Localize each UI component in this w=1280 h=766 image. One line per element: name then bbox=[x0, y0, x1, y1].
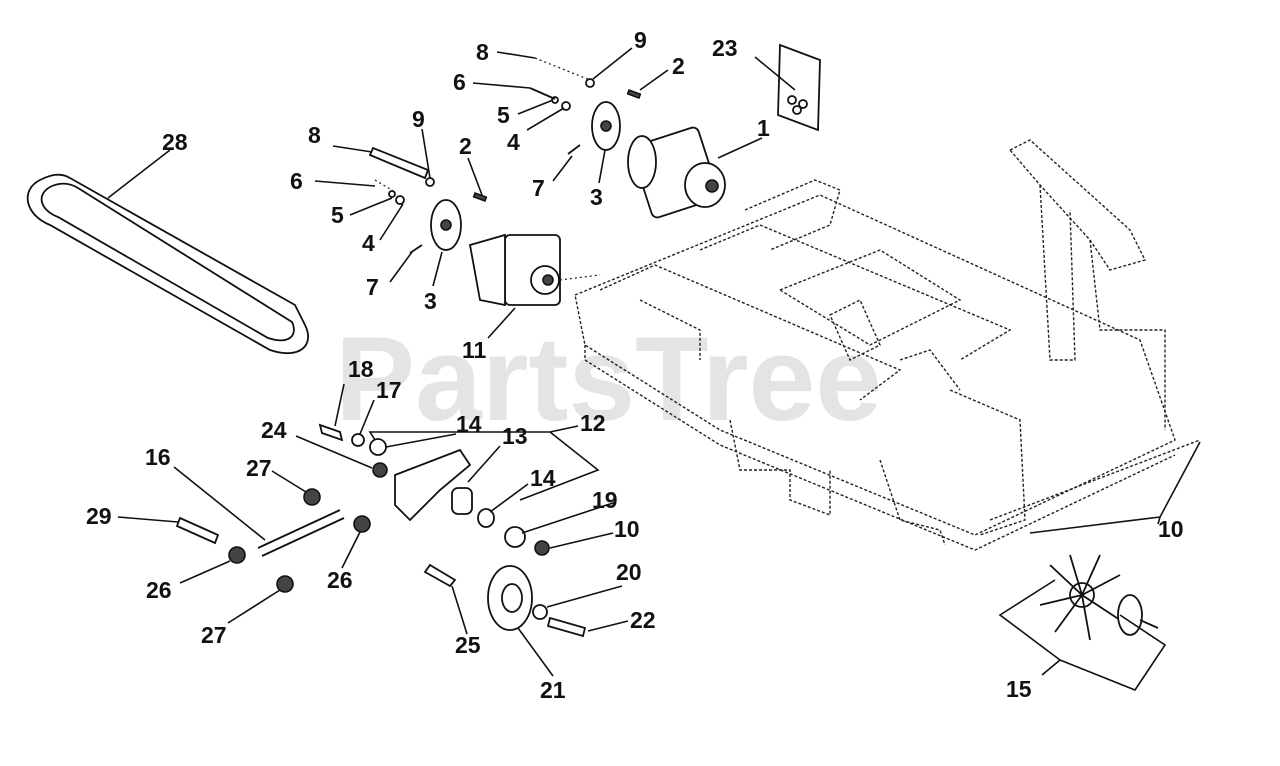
drive-belt bbox=[26, 173, 309, 355]
callout-3: 3 bbox=[424, 288, 437, 314]
callout-17: 17 bbox=[376, 377, 402, 403]
callout-2: 2 bbox=[459, 133, 472, 159]
chassis-frame bbox=[574, 139, 1201, 551]
callout-7: 7 bbox=[532, 175, 545, 201]
callout-6: 6 bbox=[453, 69, 466, 95]
callout-9: 9 bbox=[412, 106, 425, 132]
callout-25: 25 bbox=[455, 632, 481, 658]
callout-1: 1 bbox=[757, 115, 770, 141]
callout-14: 14 bbox=[530, 465, 556, 491]
hydro-pump-upper bbox=[529, 57, 726, 219]
idler-assembly bbox=[175, 423, 587, 638]
cooling-fan bbox=[1039, 554, 1159, 641]
callout-5: 5 bbox=[331, 202, 344, 228]
callout-19: 19 bbox=[592, 487, 618, 513]
watermark: PartsTree bbox=[335, 312, 882, 446]
callout-18: 18 bbox=[348, 356, 374, 382]
callout-8: 8 bbox=[308, 122, 321, 148]
callout-14: 14 bbox=[456, 411, 482, 437]
callout-21: 21 bbox=[540, 677, 566, 703]
callout-29: 29 bbox=[86, 503, 112, 529]
callout-20: 20 bbox=[616, 559, 642, 585]
callout-5: 5 bbox=[497, 102, 510, 128]
callout-15: 15 bbox=[1006, 676, 1032, 702]
callout-3: 3 bbox=[590, 184, 603, 210]
hydro-pump-lower bbox=[368, 146, 601, 307]
callout-27: 27 bbox=[246, 455, 272, 481]
leader-lines bbox=[107, 47, 1201, 691]
callout-26: 26 bbox=[146, 577, 172, 603]
decal-sheet bbox=[777, 43, 821, 132]
callout-4: 4 bbox=[507, 129, 520, 155]
callout-8: 8 bbox=[476, 39, 489, 65]
callout-2: 2 bbox=[672, 53, 685, 79]
callout-4: 4 bbox=[362, 230, 375, 256]
callout-12: 12 bbox=[580, 410, 606, 436]
callout-23: 23 bbox=[712, 35, 738, 61]
callout-6: 6 bbox=[290, 168, 303, 194]
callout-13: 13 bbox=[502, 423, 528, 449]
callout-10: 10 bbox=[614, 516, 640, 542]
callout-26: 26 bbox=[327, 567, 353, 593]
callout-27: 27 bbox=[201, 622, 227, 648]
callout-28: 28 bbox=[162, 129, 188, 155]
callout-11: 11 bbox=[462, 337, 487, 363]
callout-24: 24 bbox=[261, 417, 287, 443]
callout-16: 16 bbox=[145, 444, 171, 470]
callout-22: 22 bbox=[630, 607, 656, 633]
callouts: 8 9 2 6 5 4 1 7 3 23 28 8 9 2 6 5 4 7 3 … bbox=[86, 27, 1184, 703]
callout-9: 9 bbox=[634, 27, 647, 53]
callout-10: 10 bbox=[1158, 516, 1184, 542]
callout-7: 7 bbox=[366, 274, 379, 300]
